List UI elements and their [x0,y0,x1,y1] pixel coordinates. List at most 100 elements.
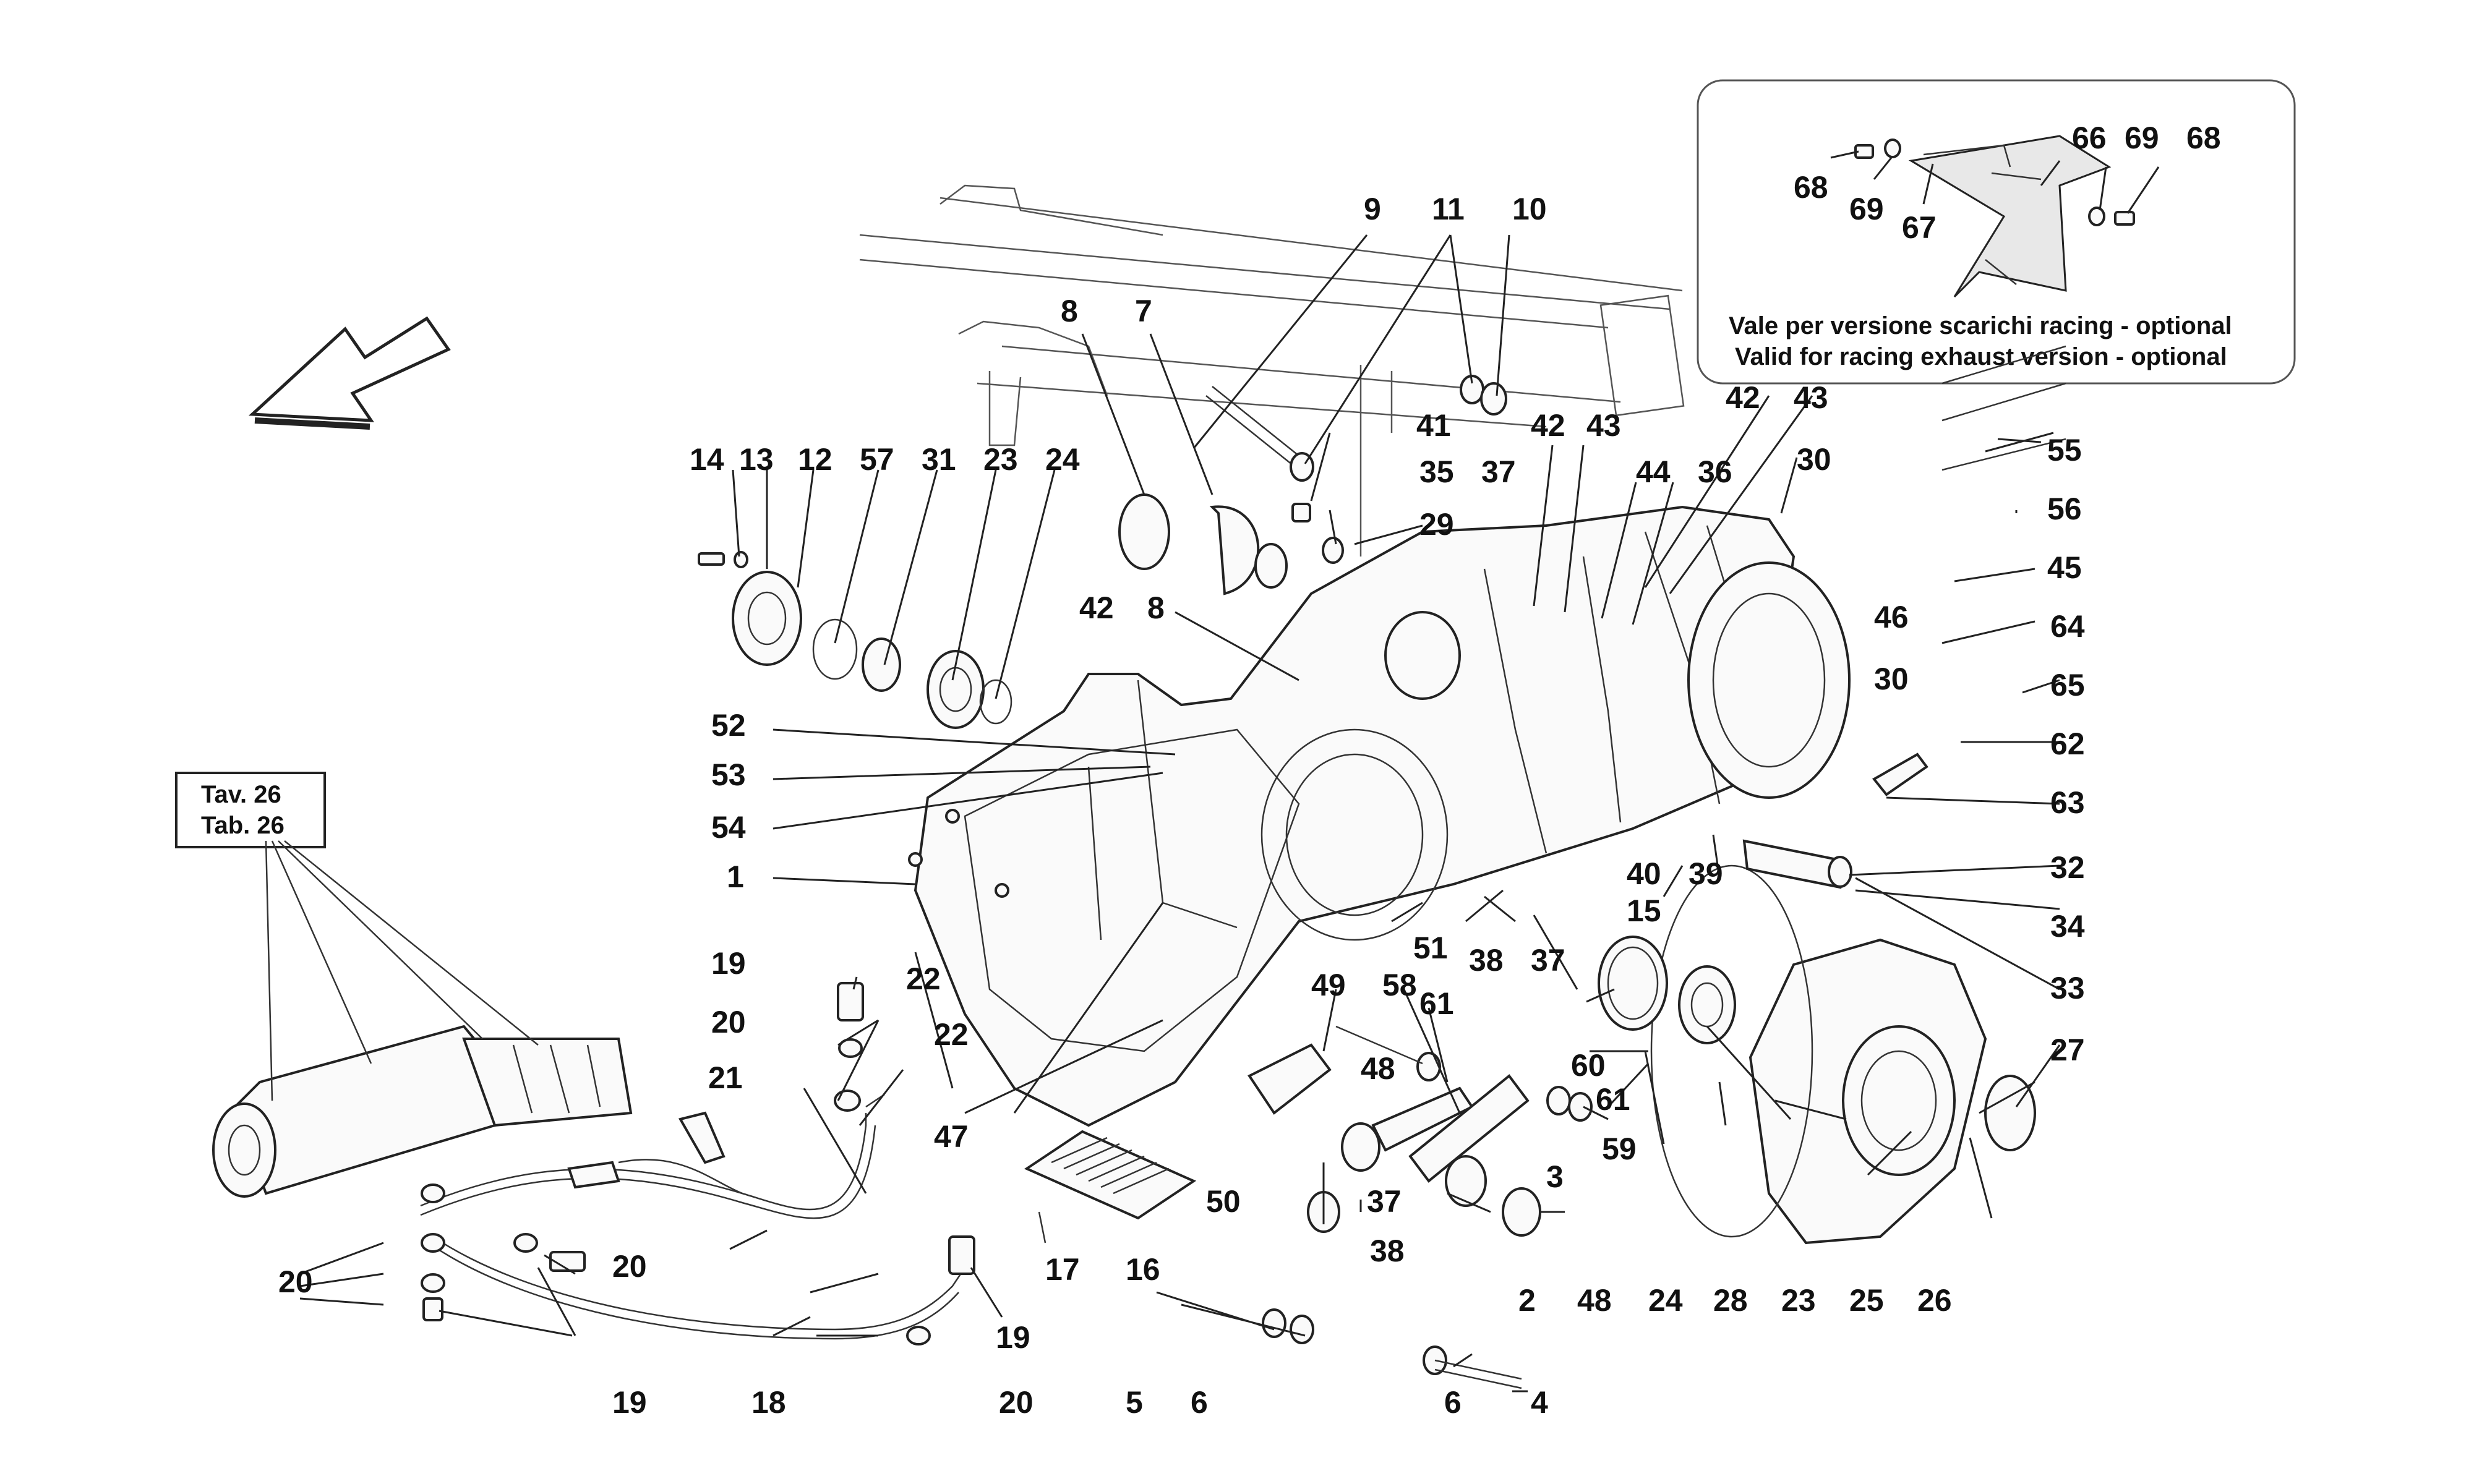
callout-66: 66 [2072,121,2107,155]
callout-56: 56 [2047,492,2082,526]
callout-27: 27 [2050,1033,2085,1067]
direction-arrow-icon [248,316,451,430]
callout-69: 69 [2125,121,2159,155]
callout-68: 68 [1794,170,1828,205]
callout-5: 5 [1126,1385,1143,1420]
callout-64: 64 [2050,609,2085,644]
callout-19: 19 [711,946,746,981]
callout-63: 63 [2050,785,2085,820]
leader-lines [299,234,2061,1392]
callout-34: 34 [2050,909,2085,944]
callout-20: 20 [278,1264,313,1299]
callout-30: 30 [1874,662,1909,696]
callout-61: 61 [1596,1082,1630,1117]
callout-25: 25 [1849,1283,1884,1318]
callout-8: 8 [1061,294,1078,328]
option-note-italian: Vale per versione scarichi racing - opti… [1729,312,2232,339]
callout-46: 46 [1874,600,1909,634]
callout-42: 42 [1531,408,1565,443]
callout-49: 49 [1311,968,1346,1002]
callout-43: 43 [1794,380,1828,415]
callout-4: 4 [1531,1385,1548,1420]
callout-38: 38 [1469,943,1504,978]
callout-36: 36 [1698,454,1732,489]
callout-44: 44 [1636,454,1671,489]
callout-41: 41 [1416,408,1451,443]
callout-11: 11 [1432,192,1465,226]
callout-55: 55 [2047,433,2082,467]
callout-62: 62 [2050,727,2085,761]
callout-8: 8 [1147,591,1165,625]
callout-42: 42 [1726,380,1760,415]
shift-linkage [1248,1025,1593,1389]
callout-43: 43 [1586,408,1621,443]
callout-42: 42 [1079,591,1114,625]
callout-47: 47 [934,1119,969,1154]
callout-48: 48 [1577,1283,1612,1318]
callout-52: 52 [711,708,746,743]
callout-51: 51 [1413,931,1448,965]
callout-61: 61 [1419,986,1454,1021]
callout-54: 54 [711,810,746,845]
hydraulic-hoses [420,982,975,1345]
callout-39: 39 [1689,856,1723,891]
callout-58: 58 [1382,968,1417,1002]
option-inset-box: 68 69 67 66 69 68 Vale per versione scar… [1697,79,2296,385]
callout-35: 35 [1419,454,1454,489]
callout-33: 33 [2050,971,2085,1005]
gearbox-housing [908,505,1851,1127]
chassis-frame [859,184,1685,556]
callout-2: 2 [1518,1283,1536,1318]
callout-16: 16 [1126,1252,1160,1287]
option-note-english: Valid for racing exhaust version - optio… [1735,343,2227,370]
callout-13: 13 [739,442,774,477]
callout-31: 31 [922,442,956,477]
callout-23: 23 [1781,1283,1816,1318]
callout-15: 15 [1627,893,1661,928]
callout-22: 22 [906,962,941,996]
clutch-cover [1598,345,2066,1245]
callout-53: 53 [711,757,746,792]
callout-60: 60 [1571,1048,1606,1083]
output-shaft-seals [698,551,1012,729]
callout-68: 68 [2186,121,2221,155]
filter-plate [1024,1130,1197,1243]
callout-69: 69 [1849,192,1884,226]
callout-18: 18 [751,1385,786,1420]
callout-40: 40 [1627,856,1661,891]
callout-37: 37 [1531,943,1565,978]
callout-3: 3 [1546,1159,1564,1194]
callout-32: 32 [2050,850,2085,885]
callout-57: 57 [860,442,894,477]
callout-6: 6 [1444,1385,1462,1420]
callout-22: 22 [934,1017,969,1052]
callout-65: 65 [2050,668,2085,702]
callout-labels: 14 13 12 57 31 23 24 8 7 9 11 10 41 35 2… [278,192,2085,1420]
callout-19: 19 [612,1385,647,1420]
callout-37: 37 [1481,454,1516,489]
reference-table-line1: Tav. 26 [201,781,281,808]
callout-19: 19 [996,1320,1030,1355]
callout-14: 14 [690,442,724,477]
callout-24: 24 [1045,442,1080,477]
callout-48: 48 [1361,1051,1395,1086]
callout-23: 23 [983,442,1018,477]
callout-20: 20 [999,1385,1034,1420]
callout-45: 45 [2047,550,2082,585]
callout-10: 10 [1512,192,1547,226]
callout-7: 7 [1135,294,1152,328]
callout-24: 24 [1648,1283,1683,1318]
callout-59: 59 [1602,1132,1637,1166]
mount-bushings [1118,375,1507,595]
callout-37: 37 [1367,1184,1402,1219]
callout-21: 21 [708,1060,743,1095]
callout-9: 9 [1364,192,1381,226]
driveshaft-assembly: Tav. 26 Tab. 26 [175,772,633,1198]
callout-67: 67 [1902,210,1937,245]
callout-26: 26 [1917,1283,1952,1318]
callout-20: 20 [711,1005,746,1039]
reference-table-line2: Tab. 26 [201,812,285,839]
callout-29: 29 [1419,507,1454,542]
callout-38: 38 [1370,1234,1405,1268]
